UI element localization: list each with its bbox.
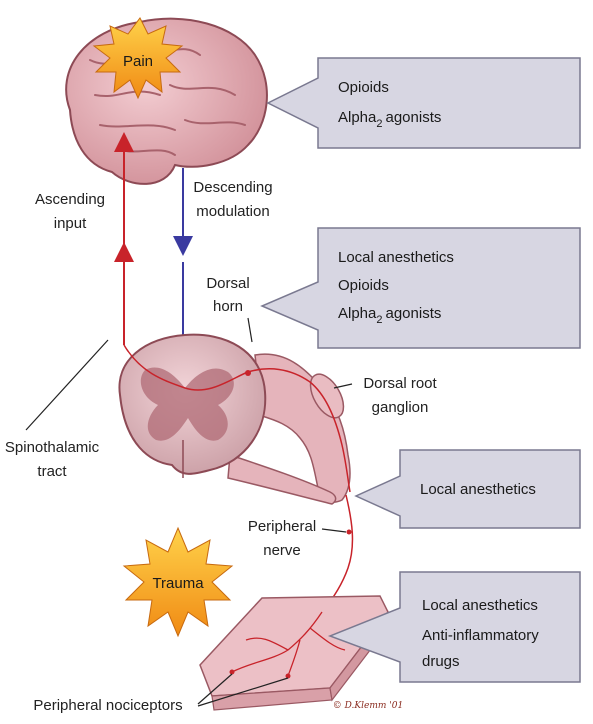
drug-box-periphery-line2: Anti-inflammatory — [422, 627, 539, 644]
drug-box-brain-line1: Opioids — [338, 79, 389, 96]
brain-illustration — [66, 19, 267, 184]
trauma-burst: Trauma — [124, 528, 232, 636]
drg-label-2: ganglion — [372, 399, 429, 416]
peripheral-nerve-dot — [347, 530, 352, 535]
ascending-label-2: input — [54, 215, 87, 232]
drug-box-nerve-line1: Local anesthetics — [420, 481, 536, 498]
ascending-label-1: Ascending — [35, 191, 105, 208]
dorsal-horn-label-1: Dorsal — [206, 275, 249, 292]
descending-label-1: Descending — [193, 179, 272, 196]
pain-label: Pain — [123, 53, 153, 70]
peripheral-nerve-label-1: Peripheral — [248, 518, 316, 535]
spinal-cord-illustration — [119, 335, 350, 504]
drug-box-periphery: Local anesthetics Anti-inflammatory drug… — [330, 572, 580, 682]
nociceptors-label: Peripheral nociceptors — [33, 697, 182, 714]
spinothalamic-pointer — [26, 340, 108, 430]
drug-box-periphery-line3: drugs — [422, 653, 460, 670]
spinothalamic-label-1: Spinothalamic — [5, 439, 100, 456]
descending-label-2: modulation — [196, 203, 269, 220]
drug-box-spinal-line1: Local anesthetics — [338, 249, 454, 266]
dorsal-horn-label-2: horn — [213, 298, 243, 315]
dorsal-horn-pointer — [248, 318, 252, 342]
spinothalamic-label-2: tract — [37, 463, 67, 480]
drug-box-periphery-line1: Local anesthetics — [422, 597, 538, 614]
peripheral-nerve-line — [322, 495, 352, 612]
skin-tissue-illustration — [200, 596, 390, 710]
peripheral-nerve-pointer — [322, 529, 346, 532]
peripheral-nerve-label-2: nerve — [263, 542, 301, 559]
drug-box-nerve: Local anesthetics — [356, 450, 580, 528]
drug-box-spinal-line2: Opioids — [338, 277, 389, 294]
drg-label-1: Dorsal root — [363, 375, 437, 392]
trauma-label: Trauma — [152, 575, 204, 592]
illustrator-credit: © D.Klemm '01 — [333, 701, 403, 711]
